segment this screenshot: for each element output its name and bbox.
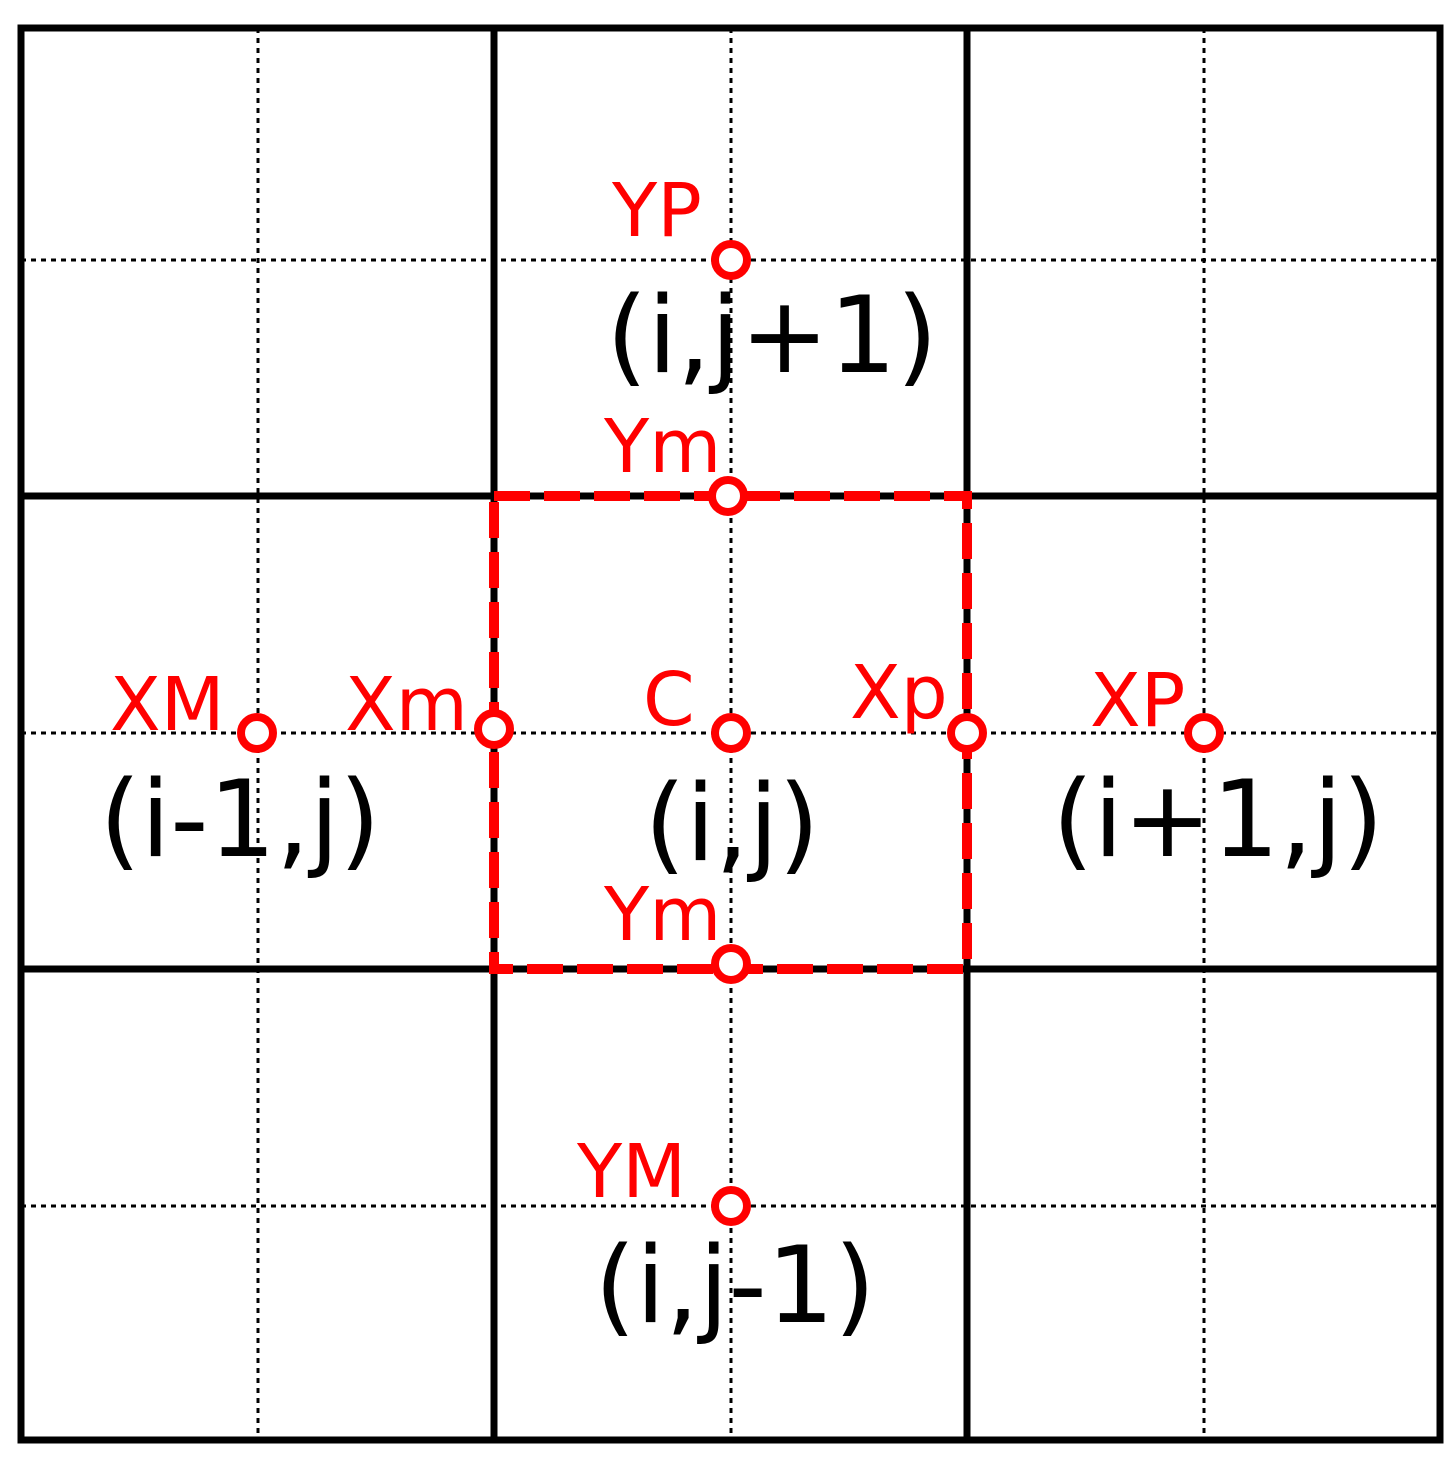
cell-labels: (i,j+1) (i-1,j) (i,j) (i+1,j) (i,j-1) xyxy=(100,274,1384,1347)
point-label-yp: YP xyxy=(611,168,702,254)
grid-outer-border xyxy=(17,24,1444,1444)
point-label-ym-bottom: Ym xyxy=(603,872,721,958)
point-label-xm: Xm xyxy=(345,662,468,748)
point-label-xp: Xp xyxy=(850,650,948,736)
cell-label-right: (i+1,j) xyxy=(1052,758,1384,881)
point-label-c: C xyxy=(643,657,695,743)
point-marker-ym-far xyxy=(711,1186,751,1226)
point-marker-xp-far xyxy=(1184,713,1224,753)
point-marker-xp xyxy=(947,713,987,753)
point-marker-xm xyxy=(474,709,514,749)
point-marker-yp xyxy=(711,240,751,280)
cell-label-left: (i-1,j) xyxy=(100,758,381,881)
grid-lines xyxy=(17,24,1444,1444)
point-label-xp-far: XP xyxy=(1090,658,1185,744)
point-label-xm-far: XM xyxy=(110,662,225,748)
point-marker-ym-top xyxy=(708,476,748,516)
cell-label-bottom: (i,j-1) xyxy=(595,1224,876,1347)
point-marker-c xyxy=(711,713,751,753)
point-markers xyxy=(237,240,1224,1226)
point-marker-ym-bottom xyxy=(711,944,751,984)
point-label-ym-top: Ym xyxy=(603,404,721,490)
point-marker-xm-far xyxy=(237,713,277,753)
cell-label-center: (i,j) xyxy=(644,762,819,885)
point-labels: YP Ym XM Xm C Xp XP Ym YM xyxy=(110,168,1185,1215)
cell-label-top: (i,j+1) xyxy=(606,274,938,397)
point-label-ym-far: YM xyxy=(576,1129,686,1215)
